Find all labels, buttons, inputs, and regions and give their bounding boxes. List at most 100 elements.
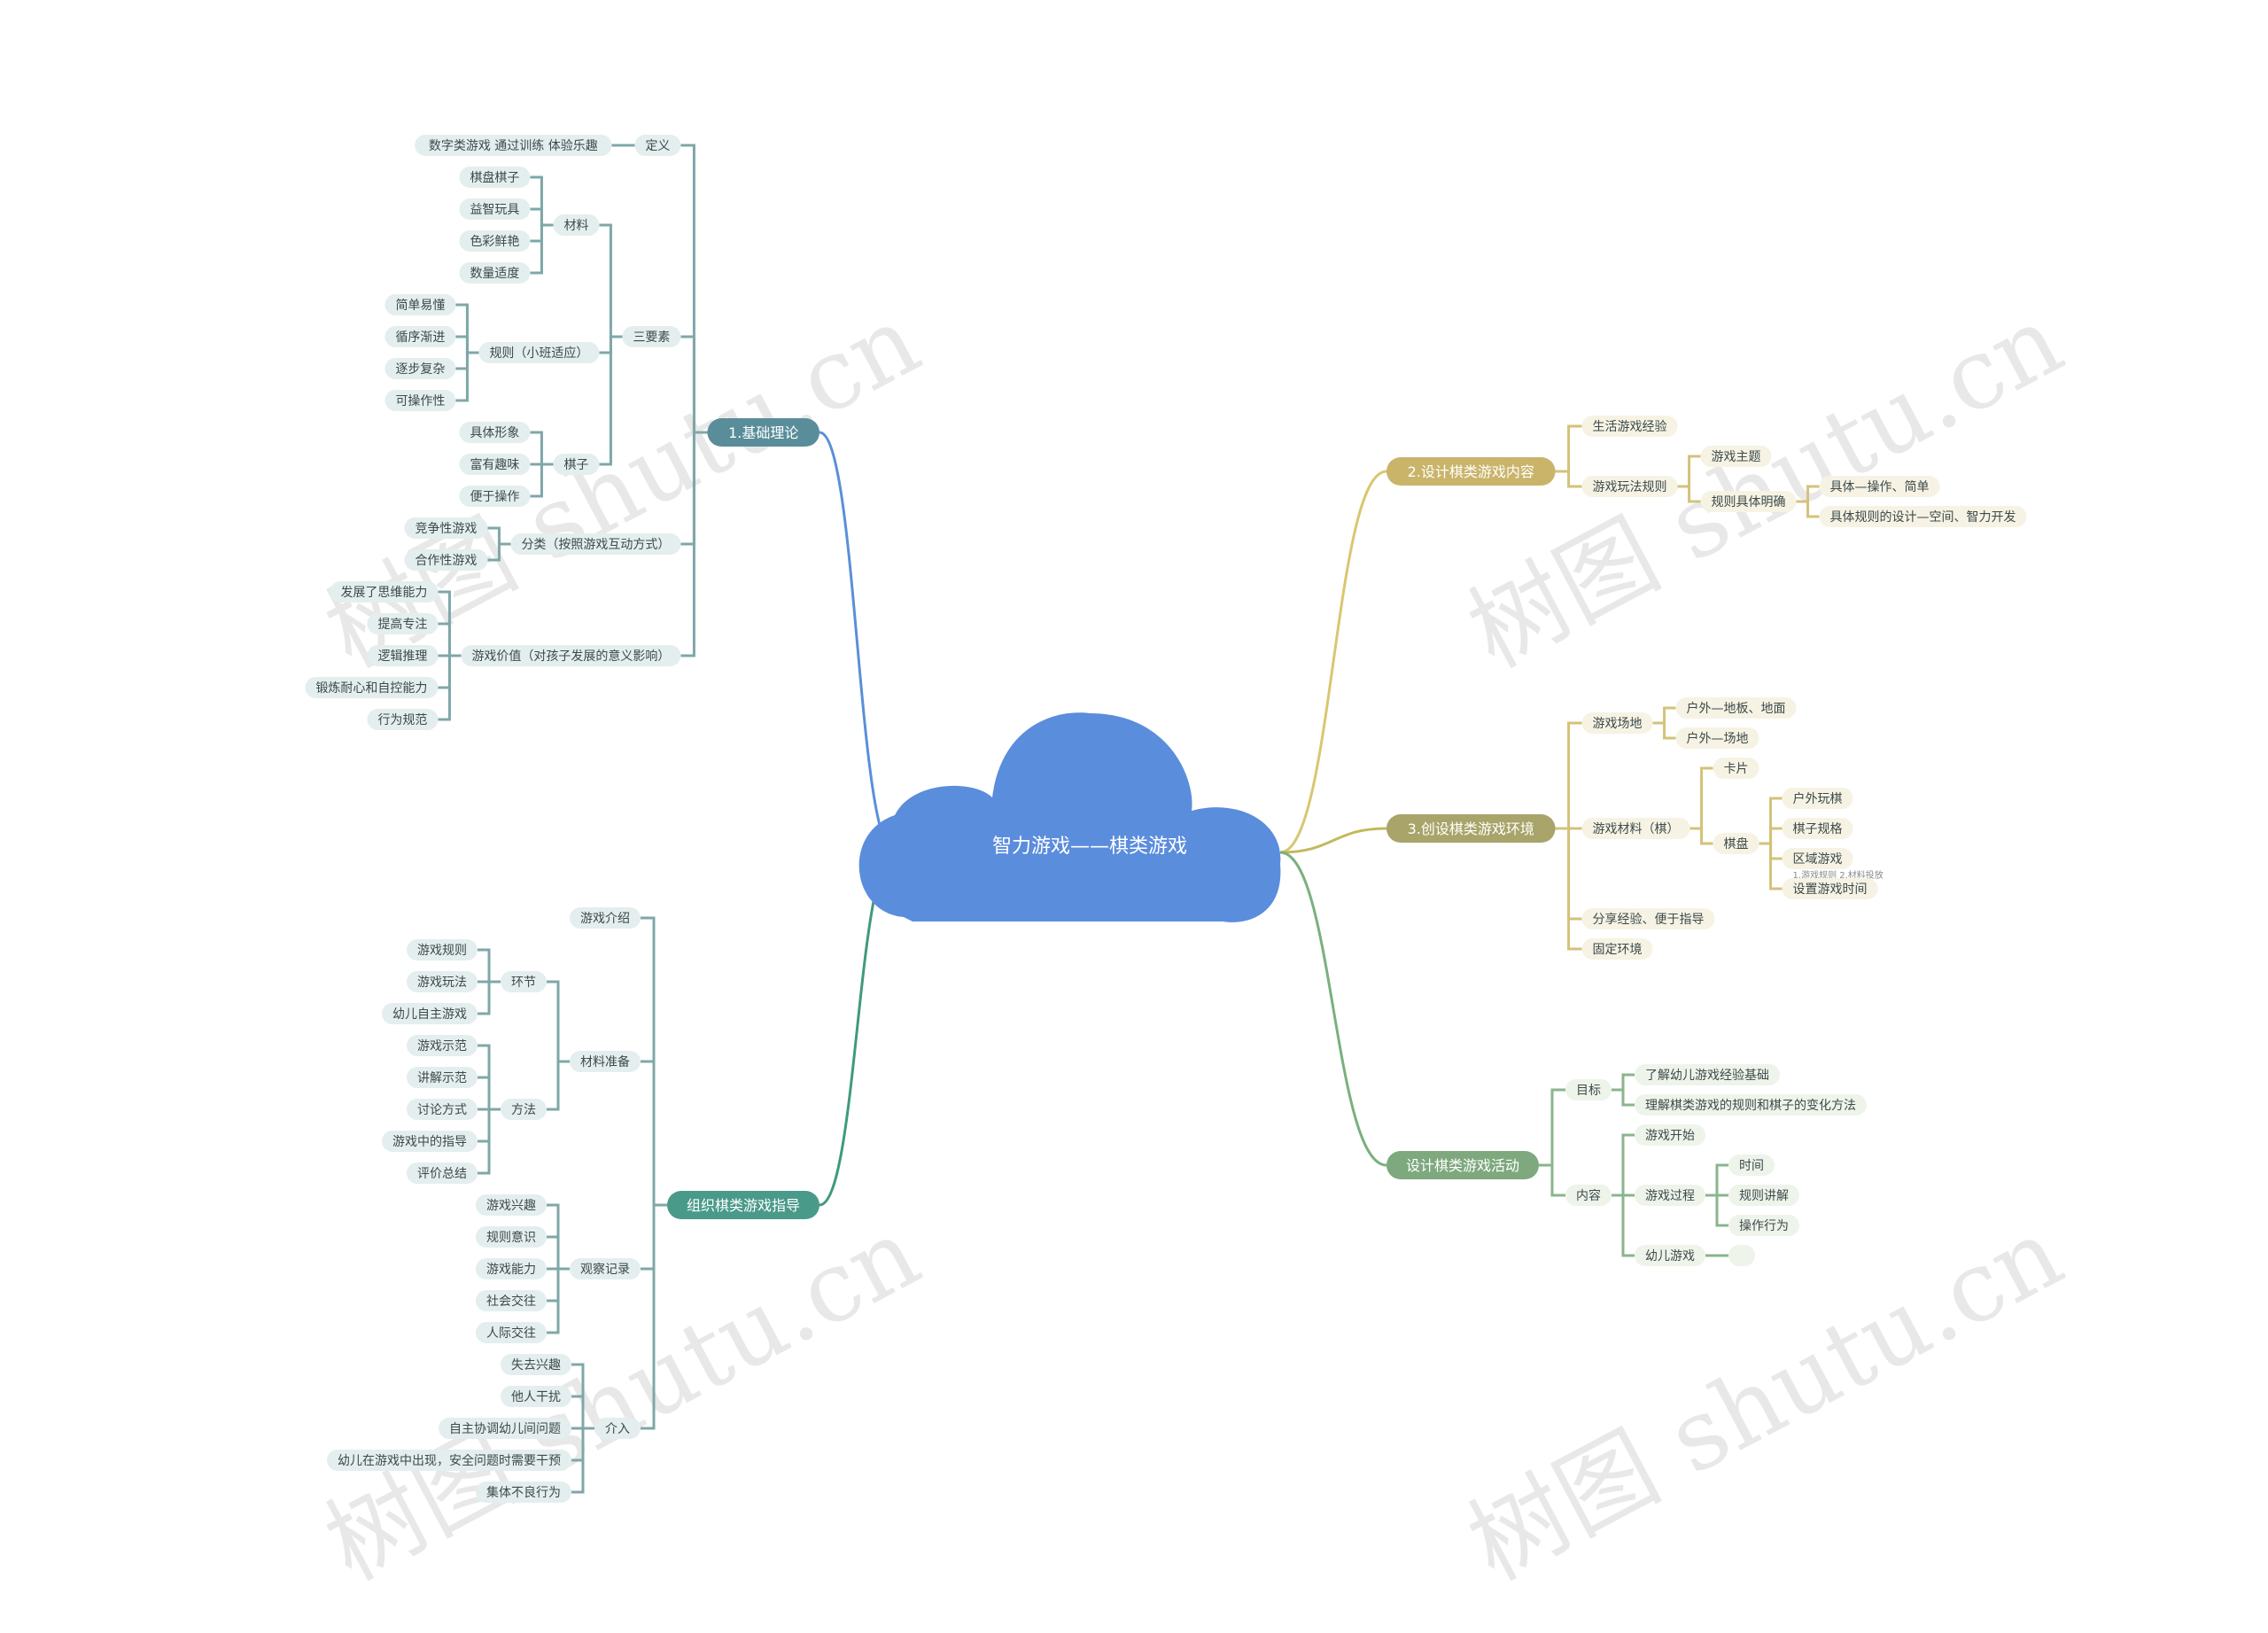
- leaf-node[interactable]: 方法: [501, 1099, 547, 1120]
- leaf-node[interactable]: 具体规则的设计—空间、智力开发: [1819, 506, 2027, 527]
- subtopic-node[interactable]: 定义: [634, 135, 681, 156]
- leaf-node[interactable]: 户外—场地: [1675, 727, 1759, 749]
- node-background: [384, 390, 456, 411]
- leaf-node[interactable]: 游戏主题: [1700, 446, 1772, 467]
- leaf-node[interactable]: 逐步复杂: [384, 358, 456, 379]
- leaf-node[interactable]: 逻辑推理: [367, 645, 439, 666]
- leaf-node[interactable]: 棋盘: [1713, 833, 1759, 854]
- leaf-node[interactable]: 竞争性游戏: [404, 517, 488, 539]
- leaf-node[interactable]: 合作性游戏: [404, 549, 488, 571]
- branch-node[interactable]: 设计棋类游戏活动: [1386, 1151, 1539, 1179]
- subtopic-node[interactable]: 游戏玩法规则: [1581, 476, 1678, 497]
- leaf-node[interactable]: 游戏示范: [407, 1035, 478, 1056]
- leaf-node[interactable]: 幼儿游戏: [1635, 1245, 1705, 1266]
- leaf-node[interactable]: 数字类游戏 通过训练 体验乐趣: [415, 135, 612, 156]
- leaf-node[interactable]: 时间: [1728, 1155, 1775, 1176]
- subtopic-node[interactable]: 游戏场地: [1581, 712, 1653, 734]
- leaf-node[interactable]: 游戏开始: [1635, 1124, 1705, 1146]
- leaf-node[interactable]: 棋子: [553, 454, 600, 475]
- subtopic-node[interactable]: 分类（按照游戏互动方式）: [510, 533, 681, 555]
- leaf-node[interactable]: 评价总结: [407, 1163, 478, 1184]
- leaf-node[interactable]: 讨论方式: [407, 1099, 478, 1120]
- leaf-node[interactable]: 幼儿在游戏中出现，安全问题时需要干预: [327, 1450, 571, 1471]
- leaf-node[interactable]: 发展了思维能力: [330, 581, 439, 603]
- leaf-node[interactable]: 规则讲解: [1728, 1185, 1799, 1206]
- leaf-node[interactable]: 益智玩具: [459, 198, 531, 220]
- node-label: 组织棋类游戏指导: [687, 1197, 800, 1214]
- subtopic-node[interactable]: 游戏价值（对孩子发展的意义影响）: [461, 645, 681, 666]
- leaf-node[interactable]: 了解幼儿游戏经验基础: [1635, 1064, 1780, 1085]
- node-label: 游戏开始: [1645, 1129, 1695, 1143]
- subtopic-node[interactable]: 生活游戏经验: [1581, 416, 1678, 437]
- leaf-node[interactable]: 游戏中的指导: [382, 1131, 478, 1152]
- leaf-node[interactable]: 具体形象: [459, 422, 531, 443]
- node-label: 游戏示范: [417, 1038, 467, 1054]
- node-background: [501, 1099, 547, 1120]
- leaf-node[interactable]: 游戏玩法: [407, 971, 478, 992]
- leaf-node[interactable]: 集体不良行为: [476, 1481, 571, 1503]
- subtopic-node[interactable]: 观察记录: [570, 1258, 641, 1279]
- subtopic-node[interactable]: 分享经验、便于指导: [1581, 908, 1715, 929]
- leaf-node[interactable]: 幼儿自主游戏: [382, 1003, 478, 1024]
- leaf-node[interactable]: 材料: [553, 214, 600, 236]
- subtopic-node[interactable]: 三要素: [622, 326, 681, 347]
- leaf-node[interactable]: 棋子规格: [1782, 818, 1853, 839]
- node-label: 游戏能力: [486, 1263, 536, 1277]
- leaf-node[interactable]: 提高专注: [367, 613, 439, 634]
- leaf-node[interactable]: 游戏能力: [476, 1258, 547, 1279]
- leaf-node[interactable]: 他人干扰: [501, 1386, 571, 1407]
- connector-line: [1279, 827, 1387, 854]
- node-background: [1728, 1185, 1799, 1206]
- subtopic-node[interactable]: 游戏材料（棋）: [1581, 818, 1690, 839]
- central-topic[interactable]: 智力游戏——棋类游戏: [858, 712, 1281, 922]
- leaf-node[interactable]: 色彩鲜艳: [459, 230, 531, 252]
- leaf-node[interactable]: 棋盘棋子: [459, 167, 531, 188]
- node-background: [367, 709, 439, 730]
- leaf-node[interactable]: 理解棋类游戏的规则和棋子的变化方法: [1635, 1094, 1867, 1116]
- leaf-node[interactable]: 设置游戏时间: [1782, 878, 1878, 899]
- leaf-node[interactable]: 户外—地板、地面: [1675, 697, 1797, 719]
- branch-node[interactable]: 1.基础理论: [707, 418, 819, 447]
- leaf-node[interactable]: 户外玩棋: [1782, 788, 1853, 809]
- leaf-node[interactable]: 规则意识: [476, 1226, 547, 1248]
- connector-line: [819, 431, 896, 854]
- leaf-node[interactable]: 操作行为: [1728, 1215, 1799, 1236]
- subtopic-node[interactable]: 内容: [1565, 1185, 1612, 1206]
- leaf-node[interactable]: 人际交往: [476, 1322, 547, 1343]
- leaf-node[interactable]: 可操作性: [384, 390, 456, 411]
- leaf-node[interactable]: 数量适度: [459, 262, 531, 284]
- leaf-node[interactable]: 游戏规则: [407, 939, 478, 960]
- leaf-node[interactable]: 失去兴趣: [501, 1354, 571, 1375]
- subtopic-node[interactable]: 目标: [1565, 1079, 1612, 1100]
- leaf-node[interactable]: 自主协调幼儿间问题: [439, 1418, 571, 1439]
- leaf-node[interactable]: 行为规范: [367, 709, 439, 730]
- subtopic-node[interactable]: 游戏介绍: [570, 907, 641, 929]
- leaf-node[interactable]: 富有趣味: [459, 454, 531, 475]
- leaf-node[interactable]: 规则具体明确: [1700, 491, 1797, 512]
- subtopic-node[interactable]: 固定环境: [1581, 938, 1653, 960]
- leaf-node[interactable]: 具体—操作、简单: [1819, 476, 1940, 497]
- leaf-node[interactable]: 锻炼耐心和自控能力: [305, 677, 439, 698]
- leaf-node[interactable]: 社会交往: [476, 1290, 547, 1311]
- leaf-node[interactable]: 循序渐进: [384, 326, 456, 347]
- leaf-node[interactable]: 环节: [501, 971, 547, 992]
- leaf-node[interactable]: 规则（小班适应）: [478, 342, 600, 363]
- node-label: 棋盘棋子: [470, 170, 519, 185]
- leaf-node[interactable]: [1728, 1245, 1755, 1266]
- subtopic-node[interactable]: 介入: [594, 1418, 641, 1439]
- branch-node[interactable]: 2.设计棋类游戏内容: [1386, 457, 1556, 486]
- connector-line: [1539, 1163, 1565, 1197]
- node-background: [1565, 1079, 1612, 1100]
- node-label: 分类（按照游戏互动方式）: [521, 538, 670, 552]
- node-background: [1386, 814, 1556, 843]
- branch-node[interactable]: 组织棋类游戏指导: [667, 1191, 819, 1219]
- leaf-node[interactable]: 游戏兴趣: [476, 1194, 547, 1216]
- leaf-node[interactable]: 区域游戏: [1782, 848, 1853, 869]
- leaf-node[interactable]: 讲解示范: [407, 1067, 478, 1088]
- leaf-node[interactable]: 简单易懂: [384, 294, 456, 315]
- leaf-node[interactable]: 卡片: [1713, 758, 1759, 779]
- subtopic-node[interactable]: 材料准备: [570, 1051, 641, 1072]
- leaf-node[interactable]: 游戏过程: [1635, 1185, 1705, 1206]
- leaf-node[interactable]: 便于操作: [459, 486, 531, 507]
- branch-node[interactable]: 3.创设棋类游戏环境: [1386, 814, 1556, 843]
